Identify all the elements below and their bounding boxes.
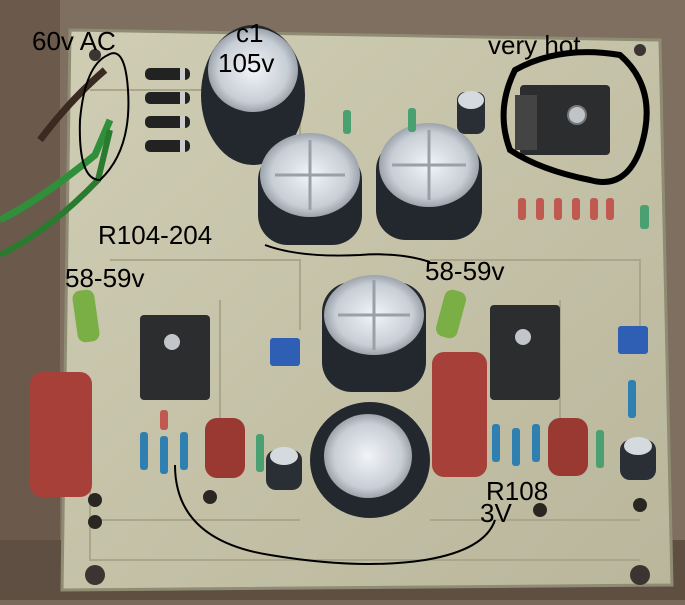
hot-regulator: [515, 85, 610, 155]
rail-left-label: 58-59v: [65, 263, 145, 293]
capacitor-bottom: [310, 402, 430, 518]
film-cap-left: [30, 372, 92, 497]
resistor-r204: [435, 289, 467, 339]
r108-voltage-label: 3V: [480, 498, 512, 528]
ac-input-circle: [78, 52, 130, 182]
diode-bridge: [145, 68, 190, 152]
r108-name-label: R108: [486, 476, 549, 506]
mounting-holes: [85, 44, 650, 585]
small-capacitors-bottom: [266, 437, 656, 490]
r108-pointer-line: [174, 464, 496, 565]
c1-voltage-label: 105v: [218, 48, 275, 78]
bottom-resistors: [140, 380, 636, 474]
transistor-left: [140, 315, 210, 400]
r104-204-pointer-line: [264, 244, 431, 263]
capacitor-mid-left: [258, 133, 362, 245]
film-cap-right: [432, 352, 487, 477]
green-wire: [0, 118, 114, 224]
capacitor-c1: [201, 25, 305, 165]
hot-regulator-circle: [500, 49, 650, 185]
brown-wire: [37, 67, 108, 143]
rail-right-label: 58-59v: [425, 256, 505, 286]
hot-warning-label: very hot: [488, 30, 581, 60]
transistor-right: [490, 305, 560, 400]
trimmer-right: [618, 326, 648, 354]
trimmer-left: [270, 338, 300, 366]
small-film-cap-right: [548, 418, 588, 476]
r104-204-label: R104-204: [98, 220, 213, 250]
small-resistors-row: [518, 198, 649, 229]
capacitor-mid-right: [376, 123, 482, 240]
resistor-r104: [72, 289, 100, 343]
c1-name-label: c1: [236, 18, 264, 48]
small-capacitor-top: [457, 91, 485, 134]
small-film-cap-left: [205, 418, 245, 478]
capacitor-center: [322, 275, 426, 392]
ac-input-label: 60v AC: [32, 26, 116, 56]
